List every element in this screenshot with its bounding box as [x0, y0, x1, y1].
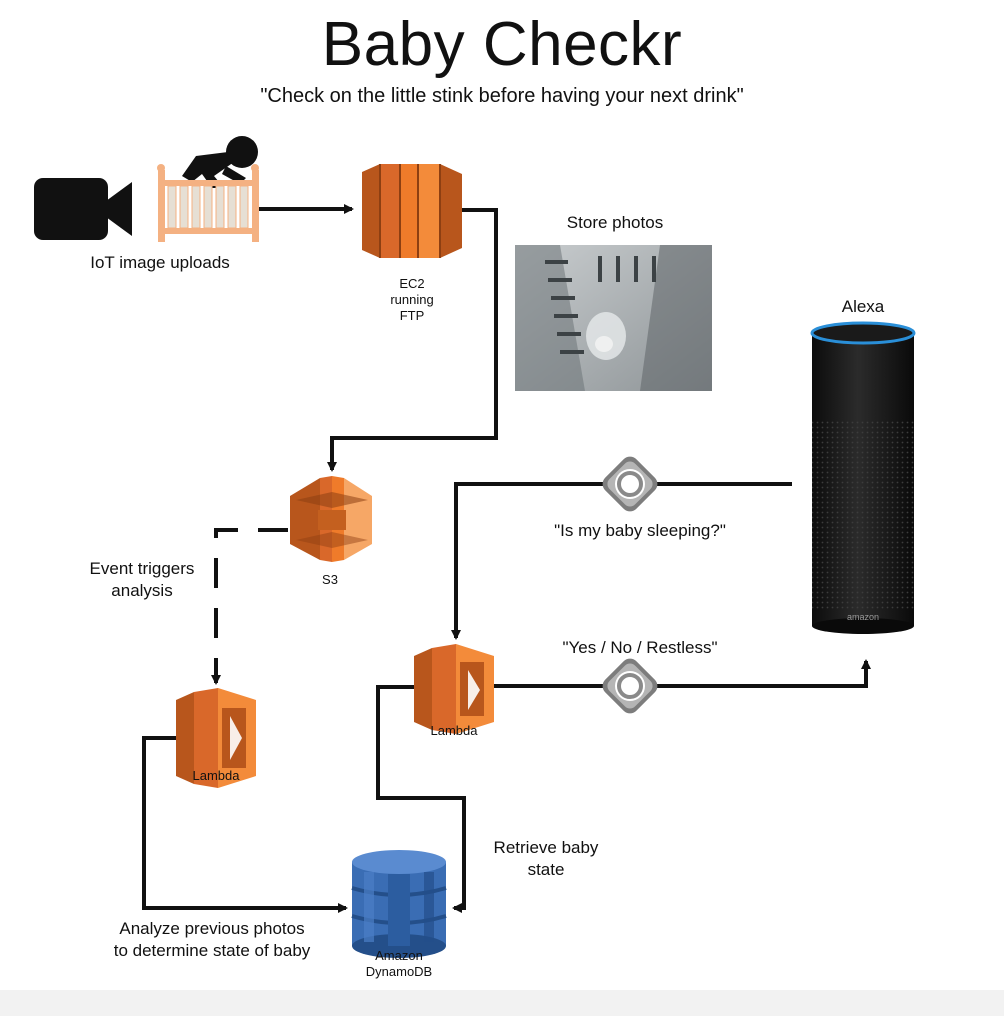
event-trigger-label-line: Event triggers: [89, 559, 195, 578]
edge-alexa-to-lambda: [451, 482, 792, 640]
analyze-label-line: to determine state of baby: [113, 941, 311, 960]
alexa-echo-icon: amazon: [810, 321, 916, 634]
iot-label: IoT image uploads: [90, 253, 230, 272]
ec2-label-line: FTP: [399, 308, 425, 323]
edge-lambda-to-dynamodb: [142, 736, 348, 913]
analyze-label: Analyze previous photos to determine sta…: [92, 918, 332, 962]
ec2-label-line: EC2: [399, 276, 425, 291]
skill-connector-icon: [602, 456, 658, 512]
dynamodb-icon: [351, 850, 447, 958]
edge-lambda-to-alexa: [494, 659, 871, 688]
lambda-left-label: Lambda: [192, 768, 240, 783]
lambda-icon: [414, 644, 494, 734]
dynamodb-label-line: Amazon: [375, 948, 423, 963]
skill-connector-icon: [602, 658, 658, 714]
ask-label: "Is my baby sleeping?": [554, 521, 726, 540]
photos-label: Store photos: [566, 213, 664, 232]
bottom-band: [0, 990, 1004, 1016]
alexa-label: Alexa: [841, 297, 885, 316]
retrieve-label-line: state: [527, 860, 565, 879]
dynamodb-label-line: DynamoDB: [365, 964, 433, 979]
video-camera-icon: [34, 178, 132, 240]
baby-photo-image: [515, 245, 712, 391]
ec2-icon: [362, 164, 462, 258]
retrieve-label-line: Retrieve baby: [493, 838, 599, 857]
lambda-right-label: Lambda: [430, 723, 478, 738]
retrieve-label: Retrieve baby state: [476, 837, 616, 881]
ec2-label: EC2 running FTP: [372, 276, 452, 324]
event-trigger-label: Event triggers analysis: [62, 558, 222, 602]
dynamodb-label: Amazon DynamoDB: [344, 948, 454, 980]
connectors: [142, 204, 871, 913]
edge-lambda-to-dynamodb-right: [376, 685, 466, 913]
event-trigger-label-line: analysis: [111, 581, 173, 600]
edge-ec2-to-s3: [327, 208, 498, 472]
s3-label: S3: [322, 572, 338, 587]
ec2-label-line: running: [390, 292, 434, 307]
diagram-title: Baby Checkr: [321, 10, 683, 79]
lambda-icon: [176, 688, 256, 788]
answer-label: "Yes / No / Restless": [562, 638, 718, 657]
alexa-brand-text: amazon: [847, 612, 879, 622]
analyze-label-line: Analyze previous photos: [119, 919, 305, 938]
s3-icon: [290, 476, 372, 562]
diagram-subtitle: "Check on the little stink before having…: [260, 85, 744, 107]
crib-icon: [157, 136, 259, 242]
edge-s3-to-lambda-dashed: [214, 528, 288, 676]
